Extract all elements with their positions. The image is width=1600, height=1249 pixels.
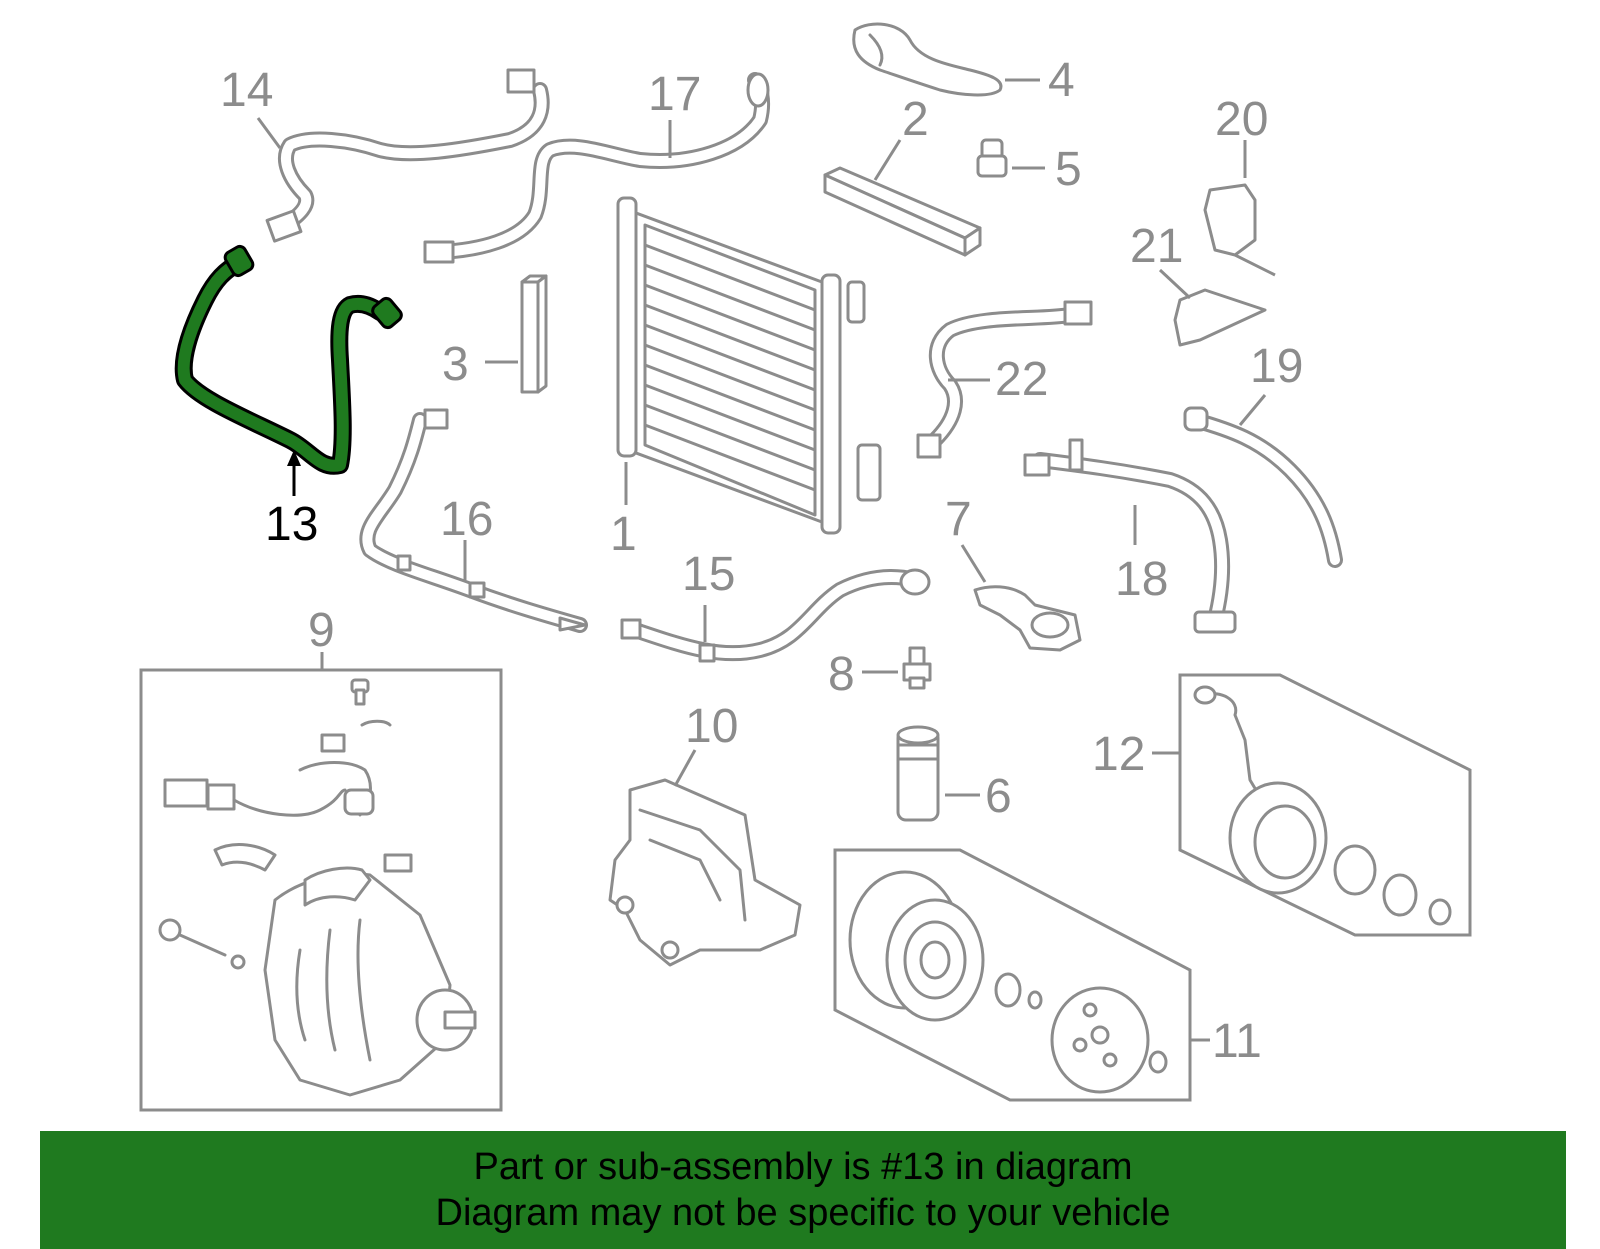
- leader-21: [1158, 268, 1192, 300]
- callout-6: 6: [985, 770, 1012, 823]
- part-18-hose: [1023, 438, 1237, 634]
- part-9-compressor: [158, 678, 477, 1097]
- part-15-hose: [620, 568, 931, 663]
- info-banner: Part or sub-assembly is #13 in diagram D…: [40, 1131, 1566, 1249]
- callout-2: 2: [902, 93, 929, 146]
- callout-19: 19: [1250, 340, 1303, 393]
- part-14-hose: [265, 68, 550, 243]
- callout-22: 22: [995, 353, 1048, 406]
- callout-4: 4: [1048, 54, 1075, 107]
- part-21-bracket: [1173, 288, 1267, 347]
- part-22-hose: [916, 300, 1093, 459]
- arrow-13: [287, 450, 301, 466]
- callout-21: 21: [1130, 220, 1183, 273]
- part-2-seal: [823, 166, 982, 257]
- callout-20: 20: [1215, 93, 1268, 146]
- part-17-hose: [423, 72, 771, 264]
- leader-7: [960, 544, 987, 583]
- part-4-bracket: [852, 22, 1003, 97]
- part-13-hose[interactable]: [174, 244, 404, 475]
- part-3-seal: [520, 274, 548, 394]
- callout-15: 15: [682, 548, 735, 601]
- part-6-drier: [896, 725, 940, 822]
- part-16-hose: [359, 408, 588, 633]
- callout-17: 17: [648, 68, 701, 121]
- leader-19: [1238, 394, 1267, 426]
- callout-10: 10: [685, 700, 738, 753]
- callout-18: 18: [1115, 553, 1168, 606]
- callout-7: 7: [945, 493, 972, 546]
- part-7-bracket: [973, 585, 1082, 652]
- callout-1: 1: [610, 508, 637, 561]
- callout-12: 12: [1092, 728, 1145, 781]
- part-12-box: [1178, 673, 1472, 937]
- part-5-cap: [976, 138, 1008, 178]
- part-20-bracket: [1203, 183, 1276, 277]
- leader-14: [256, 117, 282, 149]
- leader-2: [873, 139, 902, 181]
- callout-5: 5: [1055, 143, 1082, 196]
- callout-16: 16: [440, 493, 493, 546]
- part-11-clutch: [848, 870, 1168, 1094]
- callout-8: 8: [828, 648, 855, 701]
- callout-9: 9: [308, 604, 335, 657]
- banner-line-part: Part or sub-assembly is #13 in diagram: [473, 1146, 1133, 1188]
- callout-11: 11: [1212, 1015, 1262, 1068]
- part-19-hose: [1183, 406, 1343, 568]
- part-1-condenser: [616, 196, 882, 535]
- leader-10: [673, 749, 697, 787]
- banner-line-disclaimer: Diagram may not be specific to your vehi…: [435, 1192, 1171, 1234]
- part-10-bracket: [608, 778, 802, 967]
- part-12-coil: [1193, 685, 1452, 926]
- callout-3: 3: [442, 338, 469, 391]
- callout-13: 13: [265, 498, 318, 551]
- part-11-box: [833, 848, 1192, 1102]
- part-8-switch: [902, 646, 932, 690]
- callout-14: 14: [220, 64, 273, 117]
